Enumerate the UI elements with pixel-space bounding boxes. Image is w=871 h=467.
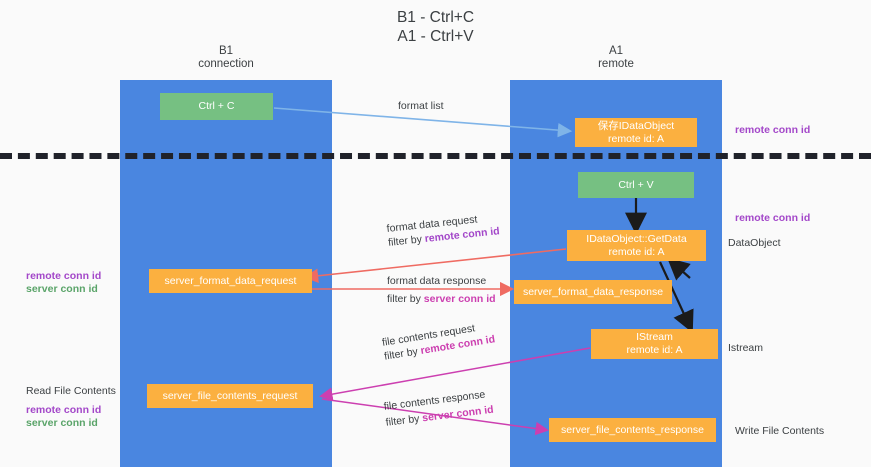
annotation-right-remote-conn-id-mid: remote conn id (735, 212, 811, 224)
annotation-left-server-conn-id-bottom: server conn id (26, 417, 98, 429)
annotation-left-read-file-contents: Read File Contents (26, 385, 116, 397)
arrow-response-to-getdata (667, 257, 691, 281)
arrow-file-contents-response (321, 398, 549, 436)
node-idataobject-getdata[interactable]: IDataObject::GetData remote id: A (567, 230, 706, 261)
annotation-right-istream: Istream (728, 342, 764, 354)
node-server-format-data-request-label: server_format_data_request (164, 274, 297, 287)
edge-label-format-data-response-line-1: format data response (387, 275, 487, 287)
annotation-left-remote-conn-id-mid: remote conn id (26, 270, 102, 282)
node-idataobject-getdata-line-1: IDataObject::GetData (586, 232, 687, 245)
diagram-title-line-2: A1 - Ctrl+V (397, 28, 474, 45)
annotation-right-write-file-contents: Write File Contents (735, 425, 825, 437)
node-ctrl-c[interactable]: Ctrl + C (160, 93, 273, 120)
annotation-left-server-conn-id-mid: server conn id (26, 283, 98, 295)
node-server-format-data-response-label: server_format_data_response (522, 285, 664, 298)
arrow-getdata-istream (659, 261, 694, 333)
lane-header-b1: B1 connection (120, 45, 332, 71)
node-save-idataobject-line-1: 保存IDataObject (597, 119, 675, 132)
node-server-file-contents-request[interactable]: server_file_contents_request (147, 384, 313, 408)
node-ctrl-v[interactable]: Ctrl + V (578, 172, 694, 198)
annotation-right-dataobject: DataObject (728, 237, 781, 249)
annotation-right-remote-conn-id-top: remote conn id (735, 124, 811, 136)
node-server-file-contents-request-label: server_file_contents_request (162, 389, 298, 402)
node-server-format-data-response[interactable]: server_format_data_response (514, 280, 672, 304)
node-save-idataobject[interactable]: 保存IDataObject remote id: A (575, 118, 697, 147)
node-ctrl-v-line-1: Ctrl + V (618, 178, 654, 191)
node-istream[interactable]: IStream remote id: A (591, 329, 718, 359)
diagram-title-line-1: B1 - Ctrl+C (396, 9, 475, 26)
lane-header-b1-name: B1 (218, 45, 234, 57)
lane-header-a1-role: remote (598, 58, 634, 70)
node-save-idataobject-line-2: remote id: A (607, 132, 665, 145)
annotation-left-remote-conn-id-bottom: remote conn id (26, 404, 102, 416)
node-istream-line-1: IStream (636, 331, 673, 343)
node-ctrl-c-line-1: Ctrl + C (198, 100, 235, 112)
lane-header-a1: A1 remote (510, 45, 722, 71)
lane-header-b1-role: connection (198, 58, 254, 70)
node-server-format-data-request[interactable]: server_format_data_request (149, 269, 312, 293)
arrow-format-data-request (303, 248, 567, 283)
edge-label-format-data-response-line-2: filter by server conn id (387, 292, 496, 306)
node-istream-line-2: remote id: A (626, 344, 683, 356)
filter-prefix: filter by (387, 293, 424, 305)
node-server-file-contents-response-label: server_file_contents_response (560, 423, 704, 436)
lane-header-a1-name: A1 (608, 45, 624, 57)
node-idataobject-getdata-line-2: remote id: A (608, 245, 665, 258)
edge-label-format-list: format list (398, 100, 444, 112)
diagram-title: B1 - Ctrl+C A1 - Ctrl+V (0, 8, 871, 46)
filter-key-server-conn-id: server conn id (423, 293, 496, 305)
filter-prefix: filter by (387, 233, 426, 249)
edge-label-format-data-response: format data response filter by server co… (387, 274, 496, 306)
arrow-file-contents-request (319, 347, 591, 401)
arrow-format-list (273, 107, 573, 138)
section-divider (0, 153, 871, 159)
node-server-file-contents-response[interactable]: server_file_contents_response (549, 418, 716, 442)
